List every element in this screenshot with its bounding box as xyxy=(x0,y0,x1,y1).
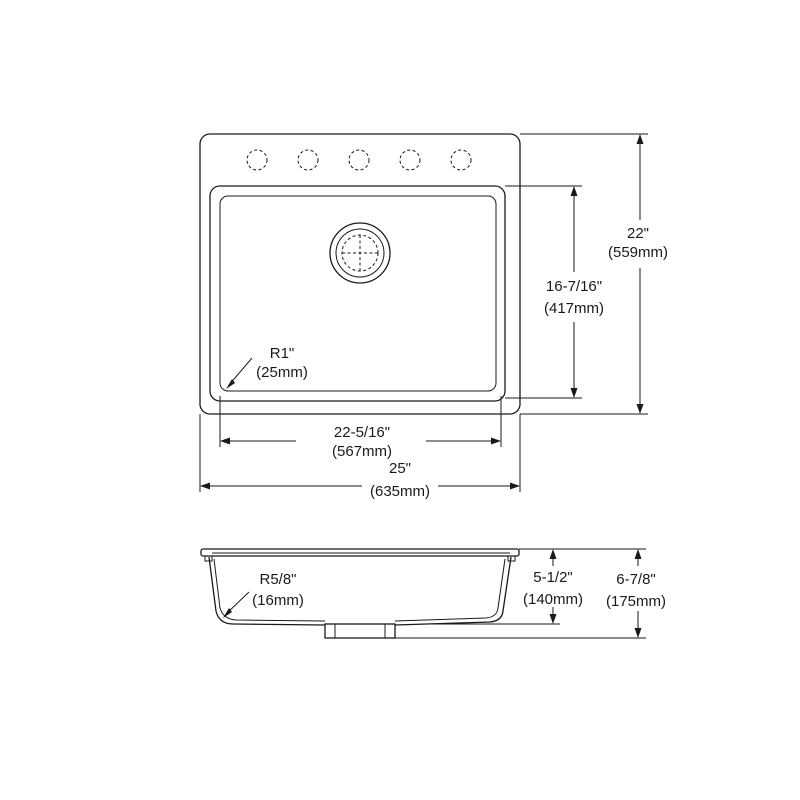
faucet-hole xyxy=(399,149,421,171)
overall-height-dimension: 6-7/8" (175mm) xyxy=(395,548,666,639)
bowl-rim-inner xyxy=(219,195,497,392)
bowl-length-inch: 16-7/16" xyxy=(546,278,602,295)
overall-height-mm: (175mm) xyxy=(606,593,666,610)
faucet-hole xyxy=(297,149,319,171)
overall-width-dimension: 25" (635mm) xyxy=(199,414,521,500)
side-view: R5/8" (16mm) 5-1/2" (140mm) 6-7/8" (175m… xyxy=(200,548,666,639)
faucet-hole xyxy=(246,149,268,171)
drain-inner-ring xyxy=(335,228,385,278)
faucet-holes xyxy=(246,149,472,171)
corner-radius-mm: (25mm) xyxy=(256,364,308,381)
bowl-rim-outer xyxy=(209,185,506,402)
sink-deck-outline xyxy=(199,133,521,415)
rim-flange xyxy=(200,548,520,557)
overall-width-inch: 25" xyxy=(389,460,411,477)
side-radius-mm: (16mm) xyxy=(252,592,304,609)
overall-depth-inch: 22" xyxy=(627,225,649,242)
bowl-depth-dimension: 5-1/2" (140mm) xyxy=(430,548,583,625)
overall-height-inch: 6-7/8" xyxy=(616,571,656,588)
drain-body xyxy=(324,623,396,639)
drain xyxy=(329,222,391,284)
drain-outer-ring xyxy=(329,222,391,284)
bowl-width-mm: (567mm) xyxy=(332,443,392,460)
corner-radius-leader: R1" (25mm) xyxy=(226,345,308,389)
side-radius-leader: R5/8" (16mm) xyxy=(223,571,304,618)
faucet-hole xyxy=(450,149,472,171)
bowl-length-dimension: 16-7/16" (417mm) xyxy=(505,185,604,399)
bowl-width-dimension: 22-5/16" (567mm) xyxy=(219,396,502,460)
bowl-body xyxy=(208,556,512,626)
side-radius-inch: R5/8" xyxy=(259,571,296,588)
overall-depth-mm: (559mm) xyxy=(608,244,668,261)
mounting-clip xyxy=(507,555,516,562)
bowl-depth-inch: 5-1/2" xyxy=(533,569,573,586)
mounting-clip xyxy=(204,555,213,562)
overall-width-mm: (635mm) xyxy=(370,483,430,500)
bowl-width-inch: 22-5/16" xyxy=(334,424,390,441)
overall-depth-dimension: 22" (559mm) xyxy=(520,133,668,415)
corner-radius-inch: R1" xyxy=(270,345,295,362)
bowl-depth-mm: (140mm) xyxy=(523,591,583,608)
top-view: R1" (25mm) 22-5/16" (567mm) 25" (635mm) xyxy=(199,133,668,500)
bowl-length-mm: (417mm) xyxy=(544,300,604,317)
faucet-hole xyxy=(348,149,370,171)
